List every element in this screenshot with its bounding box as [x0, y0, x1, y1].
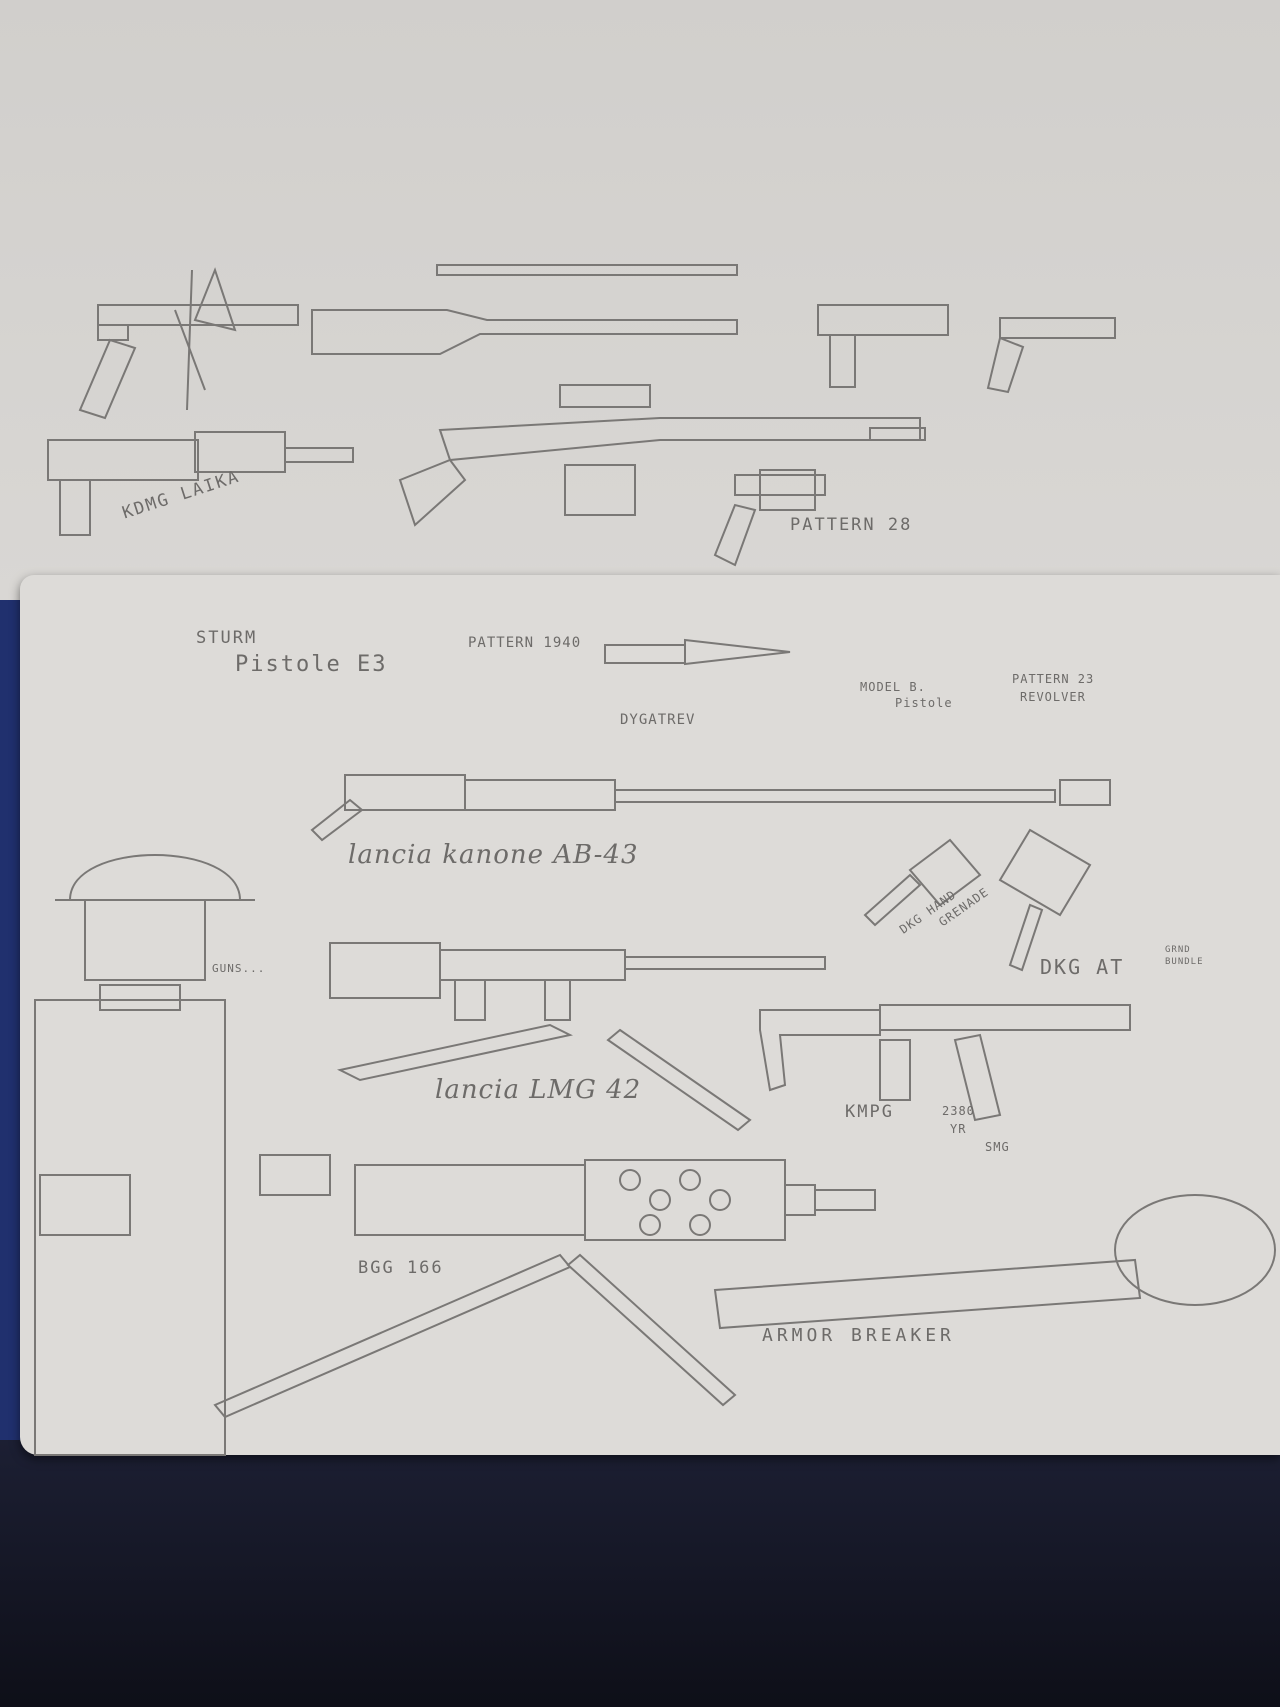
label-dygatrev: DYGATREV [620, 712, 696, 728]
label-kmpg-smg: SMG [985, 1140, 1010, 1154]
sketchbook-top-page [0, 0, 1280, 600]
pattern-28-sketch [713, 469, 826, 567]
label-lancia-kanone: lancia kanone AB-43 [348, 840, 639, 870]
lancia-kanone-sketch [310, 774, 1111, 842]
label-armor-breaker: ARMOR BREAKER [762, 1325, 955, 1346]
model-b-sketch [817, 304, 949, 388]
label-sturm: STURM [196, 628, 258, 648]
soldier-sketch [34, 267, 331, 1456]
dygatrev-sketch [604, 638, 791, 666]
kdmg-laika-sketch [47, 431, 354, 536]
sturm-pistole-sketch [78, 269, 299, 420]
bgg-166-sketch [213, 1159, 876, 1419]
label-bundle: BUNDLE [1165, 957, 1204, 967]
label-guns: GUNS... [212, 962, 266, 975]
fabric-background [0, 1440, 1280, 1707]
label-pattern-28: PATTERN 28 [790, 515, 913, 535]
label-revolver: REVOLVER [1020, 690, 1086, 704]
armor-breaker-sketch [713, 1194, 1276, 1330]
label-kmpg: KMPG [845, 1102, 894, 1122]
label-pattern-1940: PATTERN 1940 [468, 635, 582, 651]
label-model-b-pistole: Pistole [895, 696, 953, 710]
label-pattern-23: PATTERN 23 [1012, 672, 1095, 686]
pattern-1940-sketch [311, 264, 738, 355]
sketchbook-bottom-page [20, 575, 1280, 1455]
label-pistole-e3: Pistole E3 [235, 652, 388, 677]
kmpg-smg-sketch [759, 1004, 1131, 1122]
sniper-rifle-sketch [398, 384, 926, 527]
lancia-lmg-sketch [329, 942, 826, 1132]
label-bgg-166: BGG 166 [358, 1258, 444, 1278]
dkg-at-bundle-sketch [998, 828, 1092, 972]
dkg-hand-grenade-sketch [863, 838, 982, 927]
label-grnd: GRND [1165, 945, 1191, 955]
label-lancia-lmg: lancia LMG 42 [435, 1075, 642, 1105]
label-dkg-at: DKG AT [1040, 955, 1125, 979]
label-kmpg-yr: YR [950, 1122, 967, 1136]
pattern-23-sketch [986, 317, 1116, 394]
label-model-b: MODEL B. [860, 680, 926, 694]
label-kmpg-2380: 2380 [942, 1104, 975, 1118]
